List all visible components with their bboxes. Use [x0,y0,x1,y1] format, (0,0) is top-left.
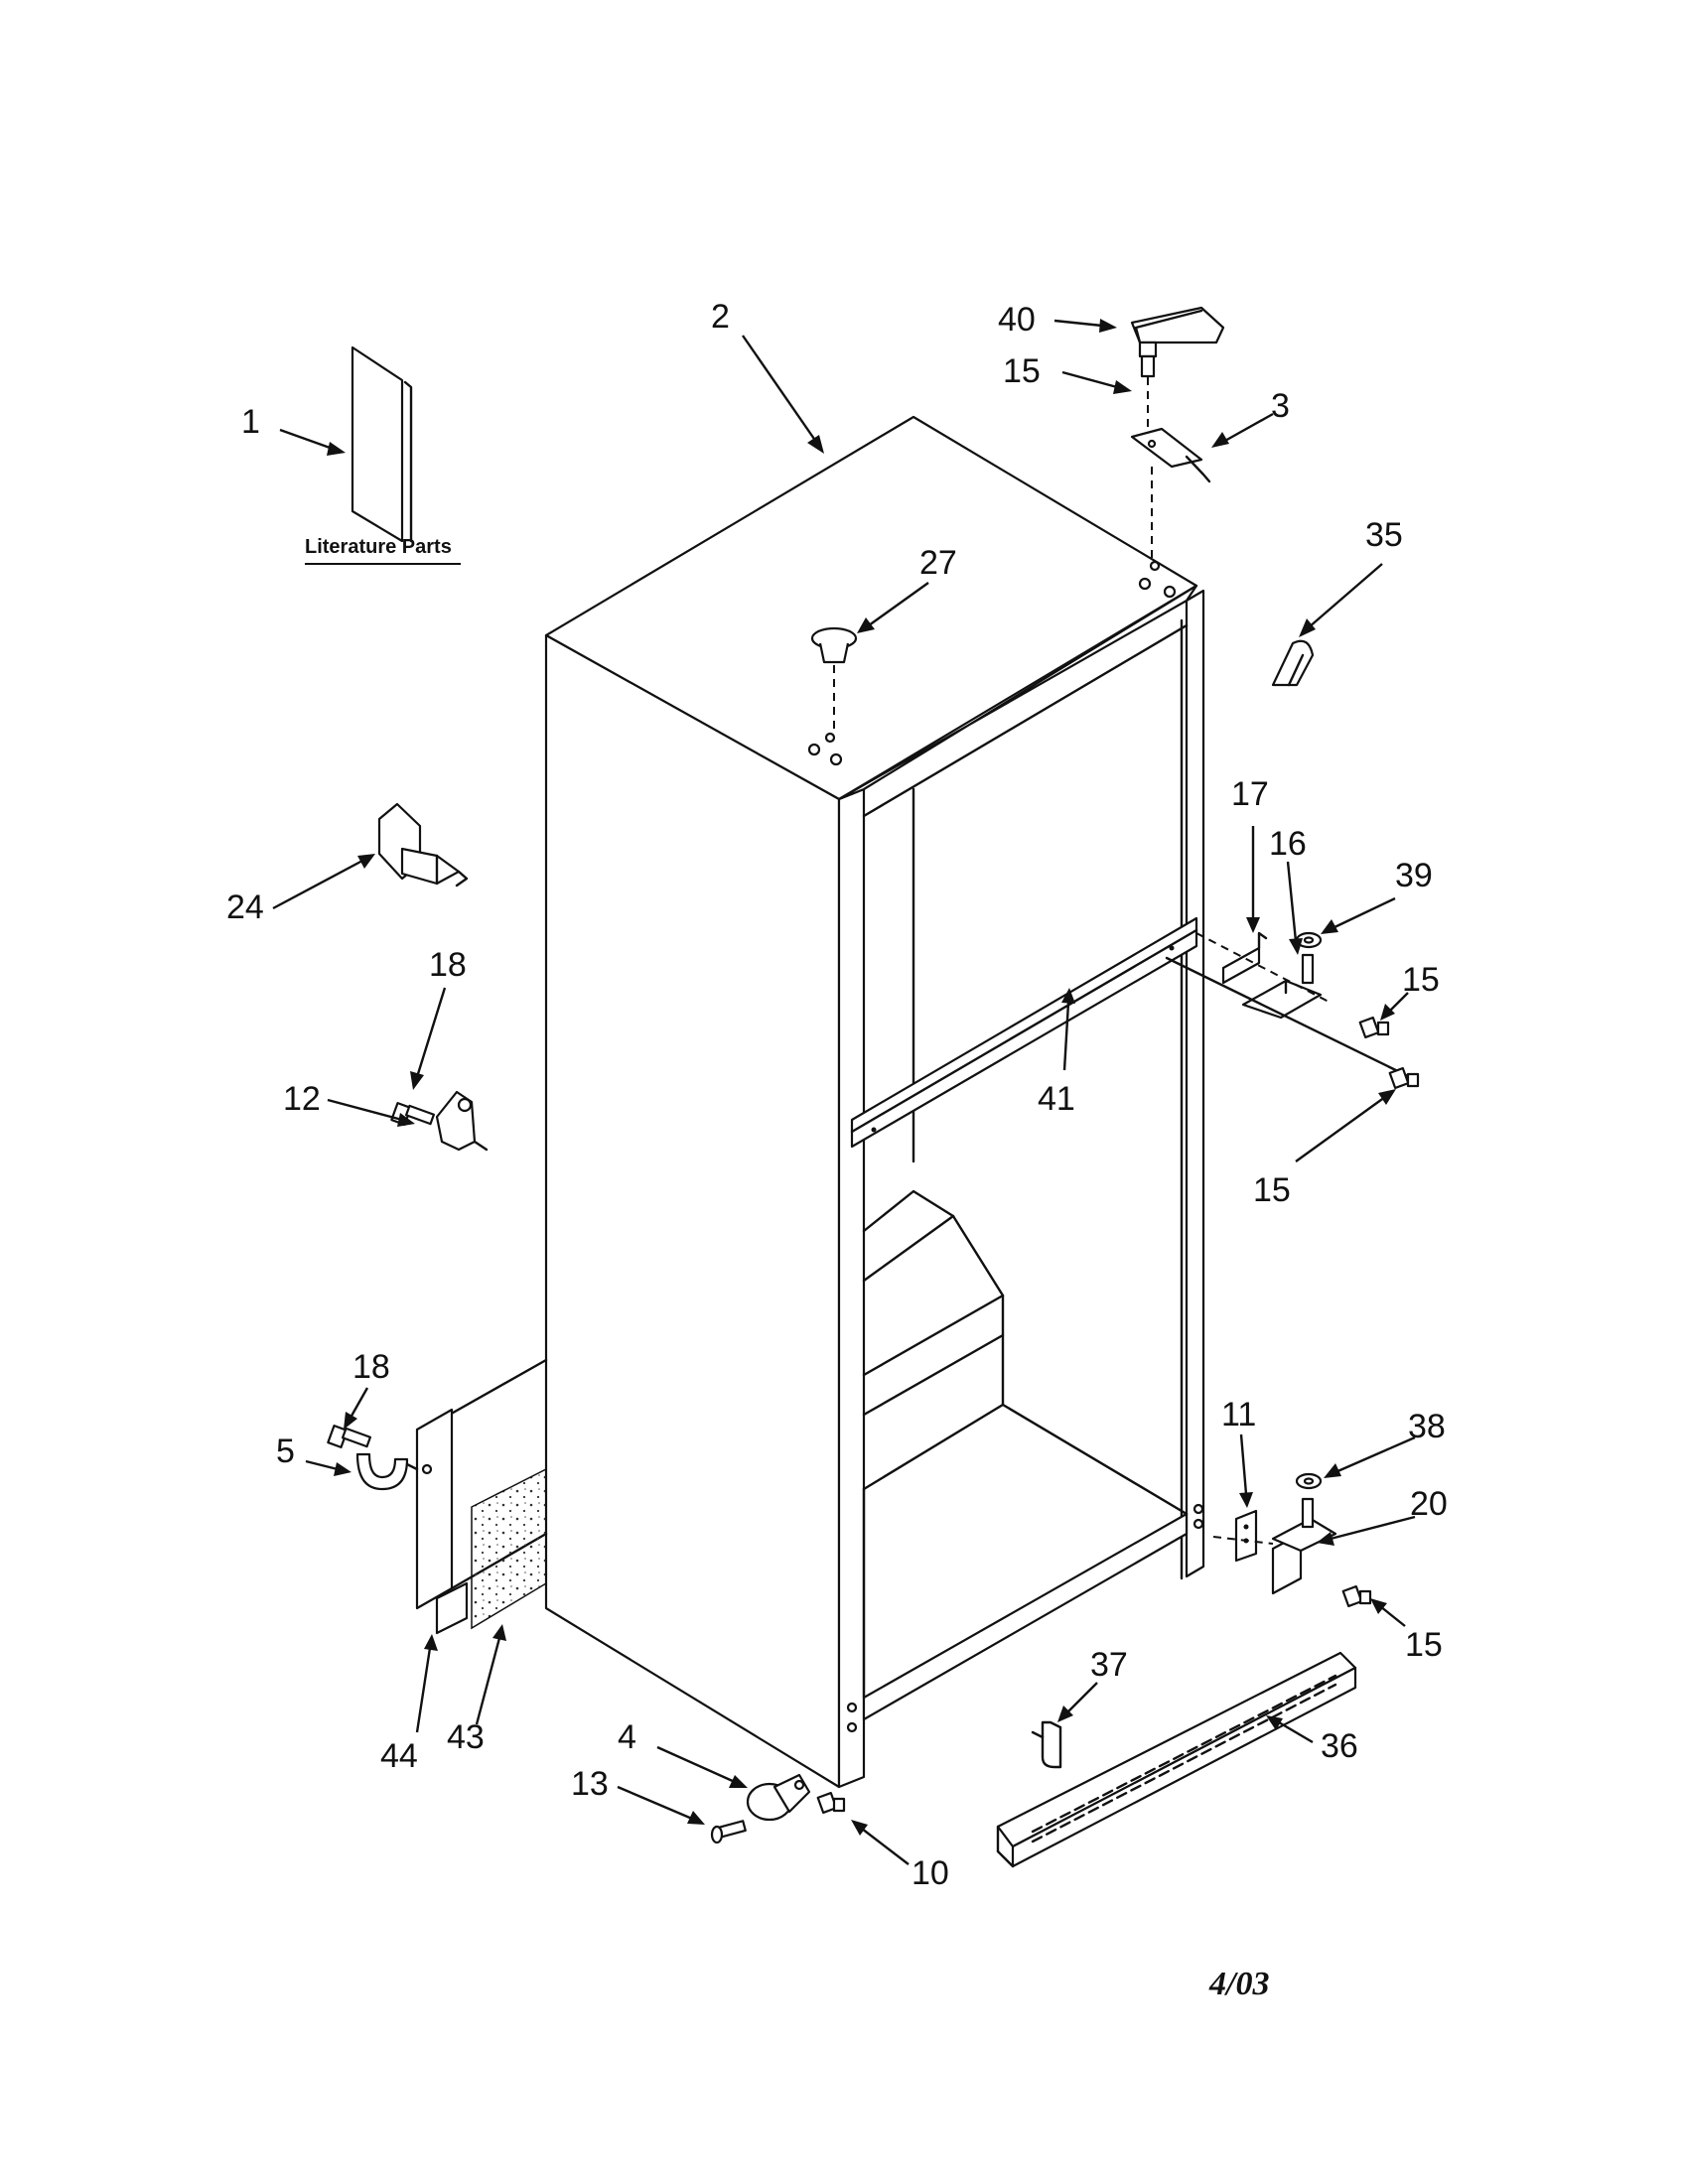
bolt-13 [710,1820,747,1844]
toe-grille-36 [996,1651,1357,1868]
callout-40: 40 [998,301,1036,339]
leveling-leg-24 [377,802,469,887]
callout-15: 15 [1003,352,1041,390]
callout-5: 5 [276,1433,295,1470]
screw-10 [816,1791,846,1815]
callout-38: 38 [1408,1408,1446,1445]
callout-20: 20 [1410,1485,1448,1523]
leader-arrows [272,319,1416,1865]
screw-15-mid [1358,1016,1390,1039]
callout-1: 1 [241,403,260,441]
callout-18: 18 [429,946,467,984]
screw-18-lower [327,1425,372,1448]
callout-43: 43 [447,1718,485,1756]
callout-4: 4 [618,1718,636,1756]
cabinet-body [544,415,1205,1789]
screw-15-lower-mid [1388,1066,1420,1090]
hinge-cover-40 [1130,306,1225,344]
lower-hinge-20 [1212,1497,1337,1595]
callout-41: 41 [1038,1080,1075,1118]
callout-12: 12 [283,1080,321,1118]
literature-parts-underline [305,563,461,565]
callout-11: 11 [1221,1396,1257,1433]
screw-15-bottom [1341,1584,1372,1608]
clip-37 [1031,1720,1062,1769]
insulation-pad-43 [471,1467,547,1630]
plug-27 [810,626,858,735]
callout-15: 15 [1402,961,1440,999]
callout-44: 44 [380,1737,418,1775]
screw-15-top [1138,341,1158,442]
clamp-5 [355,1452,419,1491]
divider-rail-41 [850,916,1198,1149]
literature-parts-label: Literature Parts [305,536,452,558]
callout-24: 24 [226,888,264,926]
date-stamp: 4/03 [1209,1966,1270,2002]
callout-35: 35 [1365,516,1403,554]
callout-18: 18 [352,1348,390,1386]
top-hinge-3 [1130,427,1211,561]
middle-hinge-16 [1241,953,1323,1020]
callout-10: 10 [912,1854,949,1892]
callout-39: 39 [1395,857,1433,894]
callout-2: 2 [711,298,730,336]
roller-bracket-4 [746,1773,811,1822]
callout-37: 37 [1090,1646,1128,1684]
bracket-12 [435,1090,489,1152]
callout-15: 15 [1405,1626,1443,1664]
callout-15: 15 [1253,1171,1291,1209]
screw-18-upper [390,1102,436,1126]
bracket-17 [1221,931,1268,985]
callout-36: 36 [1321,1727,1358,1765]
callout-13: 13 [571,1765,609,1803]
literature-booklet-1 [351,345,413,543]
callout-17: 17 [1231,775,1269,813]
callout-3: 3 [1271,387,1290,425]
washer-38 [1295,1472,1323,1490]
hinge-cover-35 [1271,639,1315,687]
callout-16: 16 [1269,825,1307,863]
shim-11 [1234,1509,1258,1563]
callout-27: 27 [919,544,957,582]
